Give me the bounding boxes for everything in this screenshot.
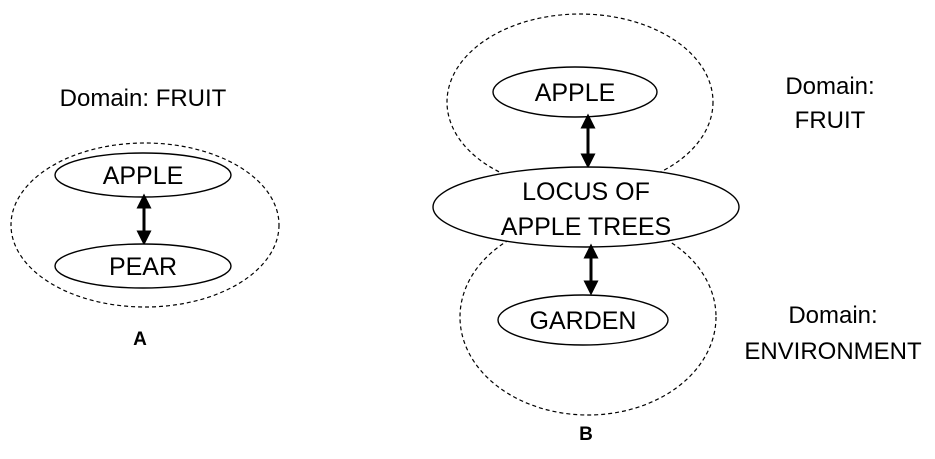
locus-node-label-line1: LOCUS OF <box>522 178 650 206</box>
pear-node <box>54 243 232 289</box>
panel-a-label: A <box>133 329 147 350</box>
fruit-domain-boundary <box>10 142 280 308</box>
locus-node-label-line2: APPLE TREES <box>501 213 671 241</box>
garden-node-label: GARDEN <box>530 307 637 335</box>
apple-node <box>492 66 658 118</box>
panel-a: Domain: FRUIT APPLE PEAR A <box>10 85 280 350</box>
fruit-domain-label-line1: Domain: <box>785 73 874 100</box>
environment-domain-label-line2: ENVIRONMENT <box>744 338 922 365</box>
panel-b: APPLE LOCUS OF APPLE TREES GARDEN Domain… <box>432 13 922 445</box>
garden-node <box>497 294 669 346</box>
panel-a-domain-label: Domain: FRUIT <box>60 85 227 112</box>
pear-node-label: PEAR <box>109 253 177 281</box>
environment-domain-label-line1: Domain: <box>788 302 877 329</box>
panel-b-label: B <box>579 424 593 445</box>
fruit-domain-label-line2: FRUIT <box>795 107 866 134</box>
apple-node-label: APPLE <box>535 79 616 107</box>
apple-node-label: APPLE <box>103 162 184 190</box>
